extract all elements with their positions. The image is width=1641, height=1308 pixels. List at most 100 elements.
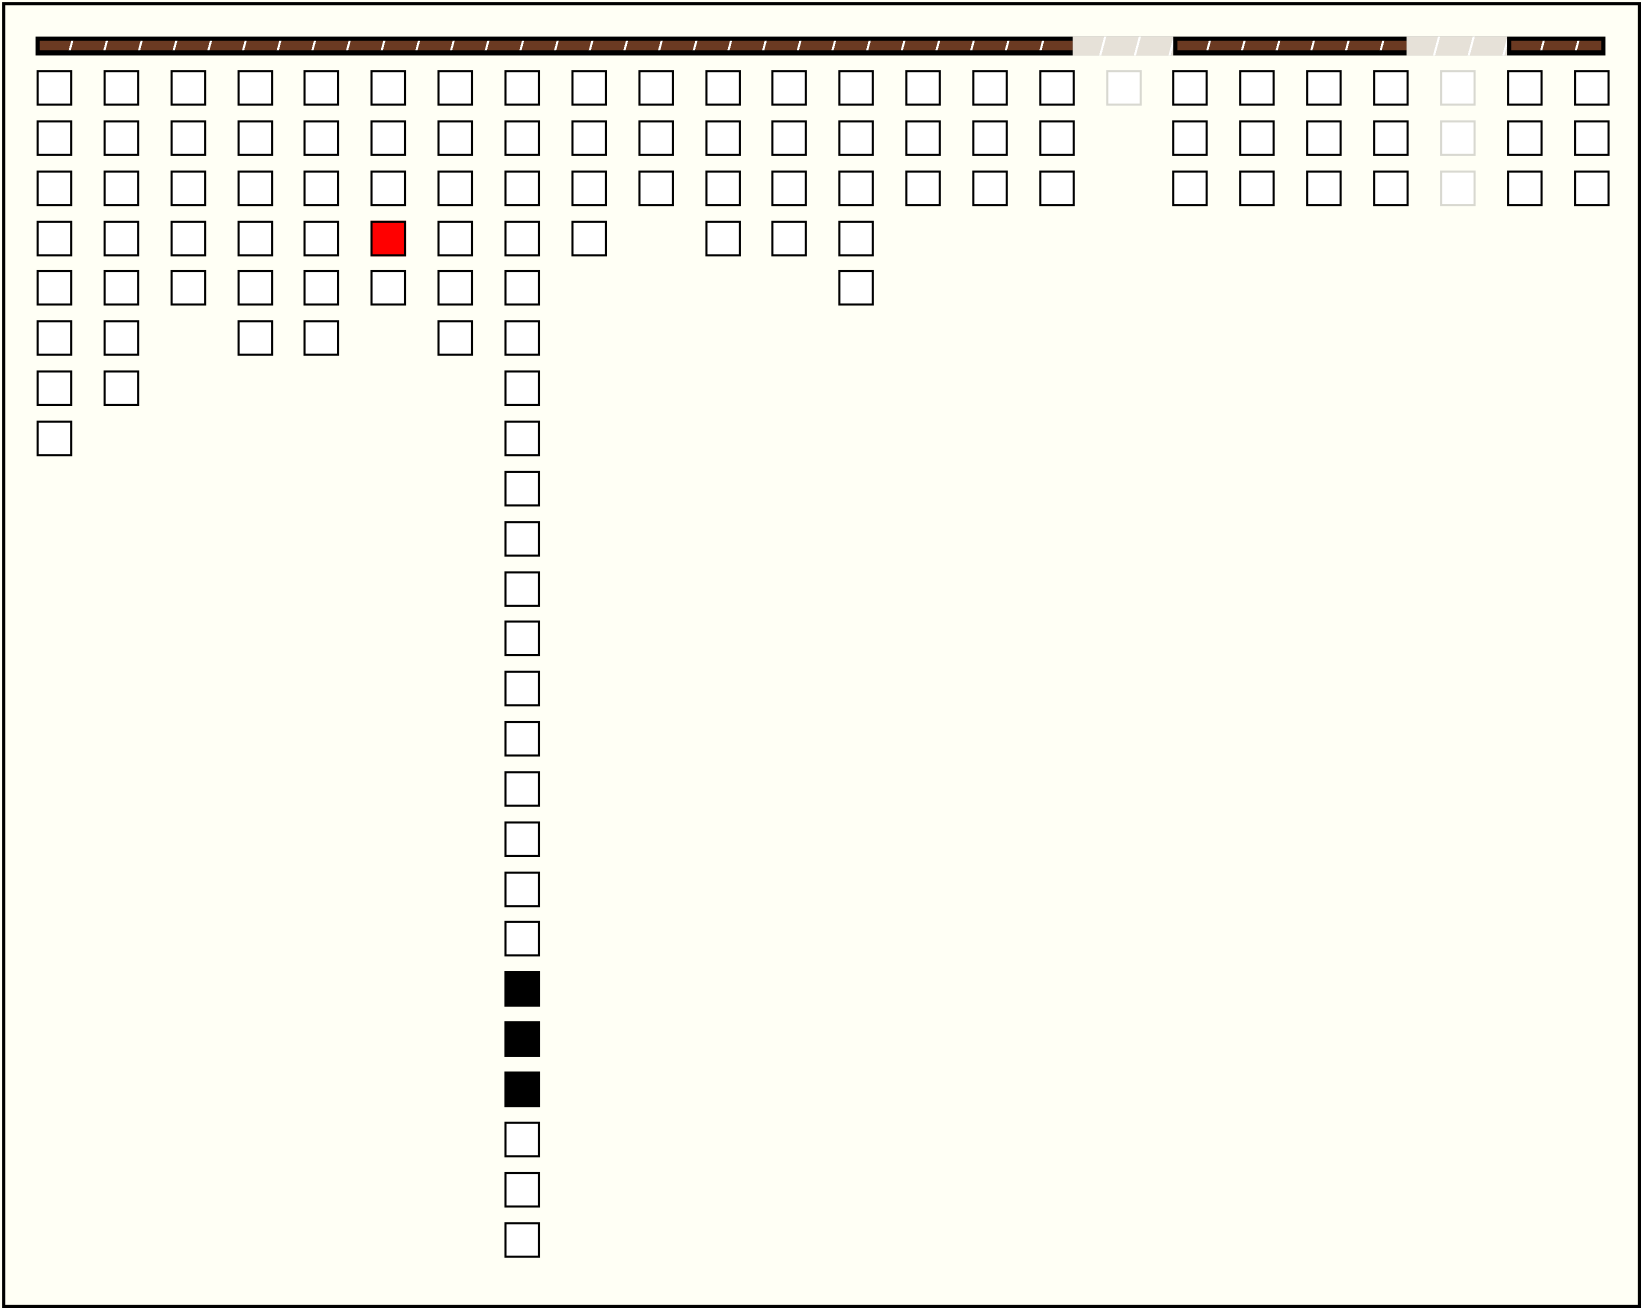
cell[interactable]: [571, 70, 607, 106]
cell[interactable]: [905, 70, 941, 106]
cell[interactable]: [370, 270, 407, 306]
cell[interactable]: [504, 1221, 540, 1258]
cell[interactable]: [1573, 120, 1610, 156]
cell[interactable]: [638, 120, 674, 156]
cell[interactable]: [1506, 70, 1543, 106]
cell[interactable]: [36, 120, 73, 156]
cell[interactable]: [504, 620, 540, 657]
cell[interactable]: [237, 220, 273, 256]
cell[interactable]: [237, 70, 273, 106]
cell[interactable]: [303, 270, 340, 306]
cell[interactable]: [170, 170, 206, 206]
cell[interactable]: [504, 320, 540, 357]
cell[interactable]: [1172, 70, 1209, 106]
cell[interactable]: [36, 370, 73, 407]
cell[interactable]: [1306, 70, 1342, 106]
cell[interactable]: [771, 220, 808, 256]
cell[interactable]: [1573, 70, 1610, 106]
cell[interactable]: [103, 120, 140, 156]
cell[interactable]: [1373, 70, 1409, 106]
cell[interactable]: [504, 1121, 540, 1158]
cell[interactable]: [1373, 120, 1409, 156]
cell[interactable]: [504, 120, 540, 156]
cell-faded[interactable]: [1439, 170, 1476, 206]
cell[interactable]: [1506, 120, 1543, 156]
cell[interactable]: [303, 170, 340, 206]
cell[interactable]: [504, 220, 540, 256]
cell[interactable]: [504, 721, 540, 757]
cell[interactable]: [303, 320, 340, 357]
cell[interactable]: [36, 220, 73, 256]
cell[interactable]: [237, 170, 273, 206]
cell[interactable]: [704, 120, 741, 156]
cell[interactable]: [771, 70, 808, 106]
cell-filled[interactable]: [504, 1071, 540, 1108]
cell[interactable]: [771, 170, 808, 206]
cell[interactable]: [437, 320, 474, 357]
cell-filled[interactable]: [504, 1021, 540, 1058]
cell[interactable]: [504, 420, 540, 457]
cell[interactable]: [1239, 70, 1276, 106]
cell[interactable]: [504, 470, 540, 507]
cell[interactable]: [170, 120, 206, 156]
cell[interactable]: [36, 170, 73, 206]
cell[interactable]: [437, 170, 474, 206]
cell[interactable]: [1172, 120, 1209, 156]
cell[interactable]: [170, 70, 206, 106]
cell[interactable]: [437, 270, 474, 306]
cell-faded[interactable]: [1439, 70, 1476, 106]
cell[interactable]: [1239, 170, 1276, 206]
cell[interactable]: [504, 921, 540, 957]
cell[interactable]: [1172, 170, 1209, 206]
cell[interactable]: [638, 70, 674, 106]
cell[interactable]: [504, 270, 540, 306]
cell[interactable]: [1373, 170, 1409, 206]
cell[interactable]: [237, 120, 273, 156]
cell[interactable]: [504, 170, 540, 206]
cell[interactable]: [972, 170, 1008, 206]
cell[interactable]: [303, 220, 340, 256]
cell[interactable]: [1239, 120, 1276, 156]
cell[interactable]: [504, 771, 540, 807]
cell[interactable]: [103, 70, 140, 106]
cell[interactable]: [103, 170, 140, 206]
cell[interactable]: [504, 570, 540, 607]
cell[interactable]: [36, 320, 73, 357]
cell[interactable]: [36, 270, 73, 306]
cell-filled[interactable]: [504, 971, 540, 1007]
cell[interactable]: [504, 370, 540, 407]
cell[interactable]: [36, 420, 73, 457]
cell[interactable]: [1306, 120, 1342, 156]
cell[interactable]: [704, 70, 741, 106]
cell-selected[interactable]: [370, 220, 407, 256]
cell[interactable]: [370, 70, 407, 106]
cell[interactable]: [704, 220, 741, 256]
cell[interactable]: [838, 170, 875, 206]
cell[interactable]: [103, 220, 140, 256]
cell[interactable]: [571, 170, 607, 206]
cell[interactable]: [1306, 170, 1342, 206]
cell[interactable]: [303, 70, 340, 106]
cell[interactable]: [638, 170, 674, 206]
cell[interactable]: [972, 70, 1008, 106]
cell-faded[interactable]: [1439, 120, 1476, 156]
cell[interactable]: [1038, 120, 1075, 156]
cell[interactable]: [905, 170, 941, 206]
cell[interactable]: [437, 70, 474, 106]
cell[interactable]: [103, 320, 140, 357]
cell[interactable]: [838, 120, 875, 156]
cell[interactable]: [103, 270, 140, 306]
cell[interactable]: [905, 120, 941, 156]
cell[interactable]: [1038, 170, 1075, 206]
cell[interactable]: [504, 670, 540, 707]
cell[interactable]: [504, 821, 540, 857]
cell[interactable]: [838, 70, 875, 106]
cell[interactable]: [704, 170, 741, 206]
cell[interactable]: [170, 270, 206, 306]
cell[interactable]: [1506, 170, 1543, 206]
cell[interactable]: [571, 120, 607, 156]
cell[interactable]: [303, 120, 340, 156]
cell[interactable]: [504, 871, 540, 907]
cell[interactable]: [972, 120, 1008, 156]
cell[interactable]: [571, 220, 607, 256]
